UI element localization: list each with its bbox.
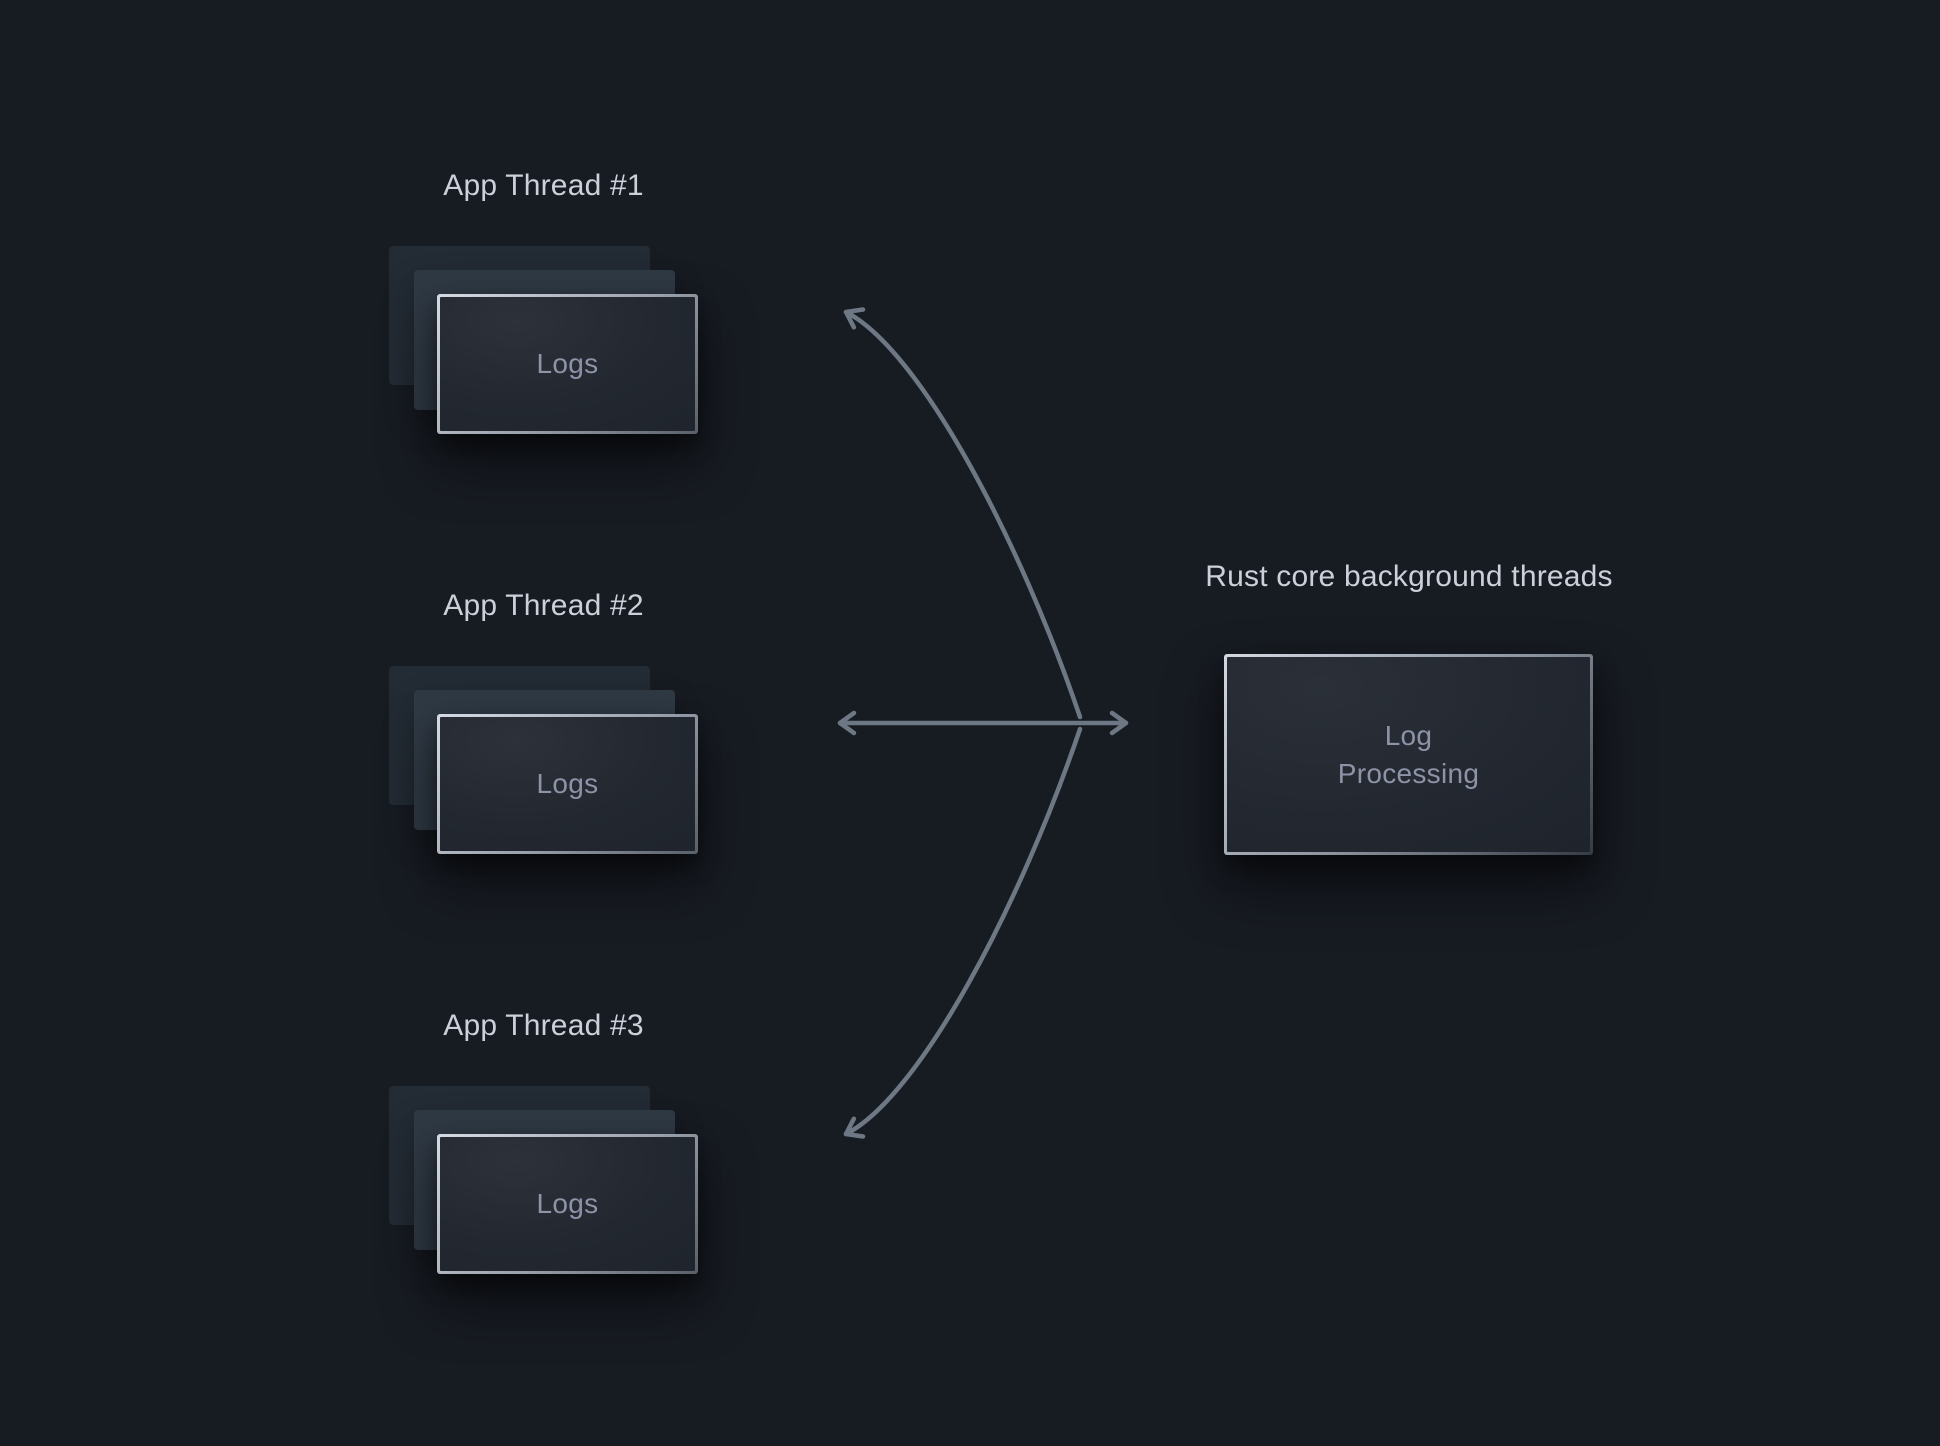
thread-group-2: App Thread #2 Logs xyxy=(0,420,1940,854)
log-processing-label-line-1: Log xyxy=(1384,719,1433,751)
logs-card: Logs xyxy=(437,1134,698,1274)
thread-group-1: App Thread #1 Logs xyxy=(0,0,1940,434)
logs-card: Logs xyxy=(437,294,698,434)
log-processing-label-line-2: Processing xyxy=(1337,757,1480,789)
logs-card: Logs xyxy=(437,714,698,854)
logs-card-label: Logs xyxy=(536,1188,599,1219)
thread-group-3: App Thread #3 Logs xyxy=(0,840,1940,1274)
thread-title: App Thread #2 xyxy=(443,589,644,622)
log-processing-label: Log Processing xyxy=(1227,657,1590,852)
log-processing-card: Log Processing xyxy=(1224,654,1593,855)
thread-title: App Thread #1 xyxy=(443,169,644,202)
logs-card-label: Logs xyxy=(536,768,599,799)
thread-title: App Thread #3 xyxy=(443,1009,644,1042)
logs-card-label: Logs xyxy=(536,348,599,379)
processor-heading: Rust core background threads xyxy=(1205,560,1613,593)
